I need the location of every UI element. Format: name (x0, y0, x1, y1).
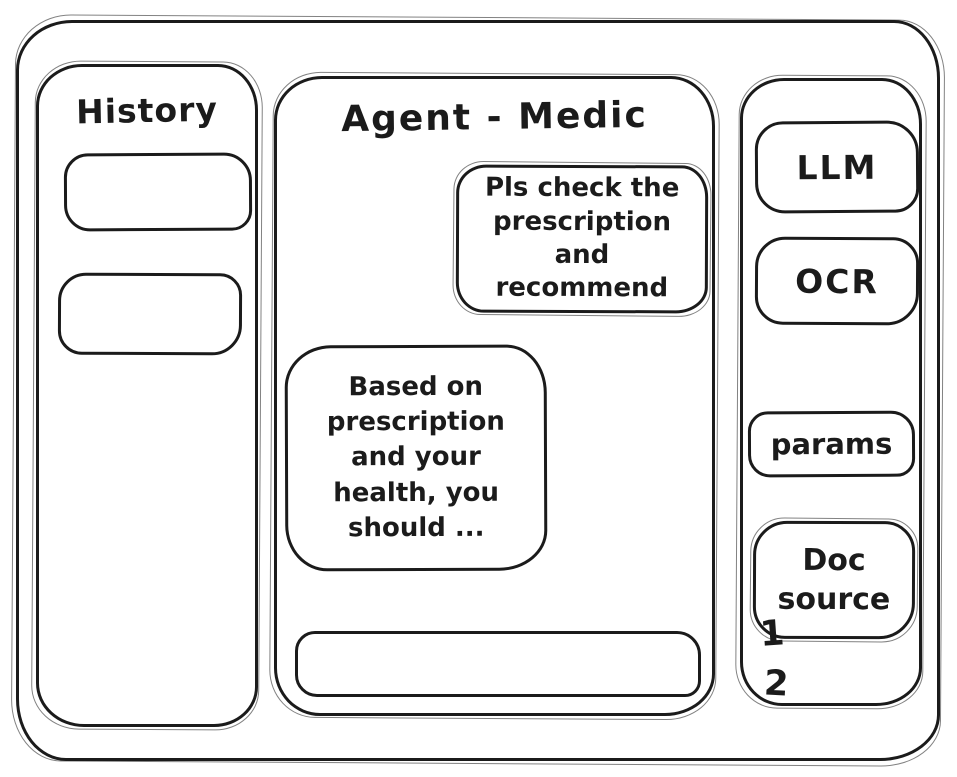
doc-source-item-2[interactable]: 2 (762, 663, 790, 705)
history-panel-title: History (75, 89, 219, 132)
user-message-bubble: Pls check the prescription and recommend (455, 164, 709, 314)
assistant-message-text: Based on prescription and your health, y… (326, 372, 505, 543)
chat-title: Agent - Medic (340, 94, 649, 141)
doc-source-item-1[interactable]: 1 (758, 613, 786, 655)
ocr-button[interactable]: OCR (754, 236, 920, 326)
history-item[interactable] (57, 272, 243, 356)
assistant-message-bubble: Based on prescription and your health, y… (284, 344, 548, 572)
history-item[interactable] (63, 152, 253, 232)
chat-input[interactable] (295, 631, 701, 697)
params-button[interactable]: params (747, 410, 916, 478)
tools-panel: LLM OCR params Doc source 1 2 (740, 78, 922, 706)
chat-panel: Agent - Medic Pls check the prescription… (274, 76, 715, 716)
user-message-text: Pls check the prescription and recommend (484, 173, 680, 304)
history-panel: History (36, 64, 258, 727)
llm-button[interactable]: LLM (754, 120, 920, 214)
